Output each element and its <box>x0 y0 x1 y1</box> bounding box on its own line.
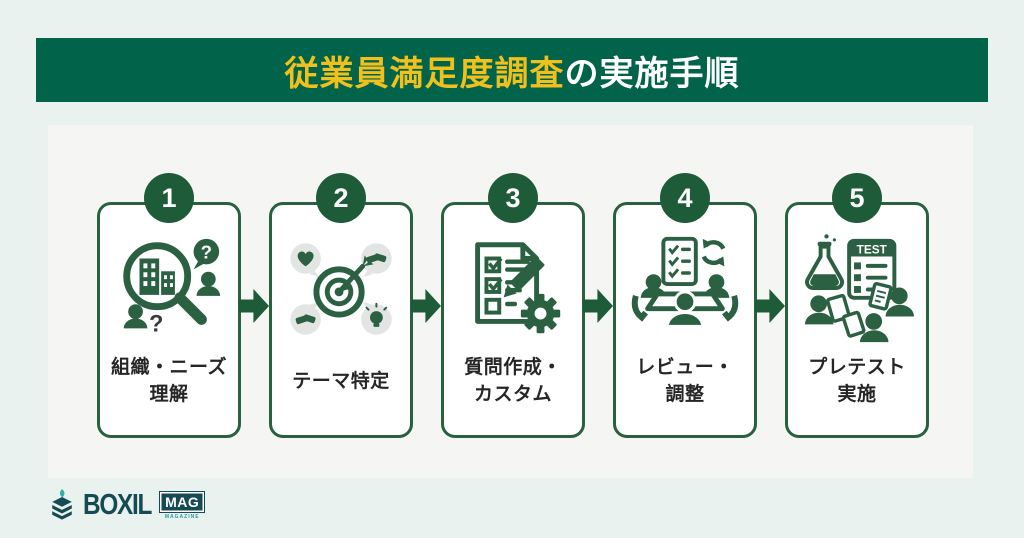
step-number-badge: 2 <box>316 173 366 223</box>
meeting-review-icon <box>625 227 745 349</box>
title-banner: 従業員満足度調査の実施手順 <box>36 38 988 102</box>
step-card-3: 3 <box>441 173 585 438</box>
step-label: 組織・ニーズ 理解 <box>110 357 228 405</box>
page-title-highlight: 従業員満足度調査 <box>284 54 565 93</box>
step-card-1: 1 ? ? 組織・ニーズ 理 <box>97 173 241 438</box>
step-number-badge: 4 <box>660 173 710 223</box>
svg-text:TEST: TEST <box>857 243 888 257</box>
step-label: テーマ特定 <box>292 370 390 392</box>
step-label: 質問作成・ カスタム <box>464 357 562 405</box>
magazine-label: MAGAZINE <box>164 513 200 520</box>
brand-name: BOXIL <box>83 488 152 521</box>
step-label: プレテスト 実施 <box>808 357 906 405</box>
step-number-badge: 1 <box>144 173 194 223</box>
page-title-rest: の実施手順 <box>564 54 740 93</box>
checklist-pencil-gear-icon <box>453 227 573 349</box>
brand-badge-group: MAG MAGAZINE <box>159 490 206 520</box>
boxil-layers-icon <box>52 489 72 520</box>
step-card-5: 5 TEST <box>785 173 929 438</box>
step-card-4: 4 <box>613 173 757 438</box>
mag-badge: MAG <box>159 490 206 513</box>
page-title: 従業員満足度調査の実施手順 <box>285 46 740 95</box>
step-number-badge: 5 <box>832 173 882 223</box>
target-themes-icon <box>281 227 401 349</box>
magnifier-organization-icon: ? ? <box>109 227 229 349</box>
pretest-flask-icon: TEST <box>797 227 917 349</box>
boxil-mag-logo: BOXIL MAG MAGAZINE <box>46 488 206 522</box>
step-number-badge: 3 <box>488 173 538 223</box>
step-card-2: 2 <box>269 173 413 438</box>
svg-text:?: ? <box>149 311 163 337</box>
step-label: レビュー・ 調整 <box>636 357 734 405</box>
svg-text:?: ? <box>201 242 212 263</box>
